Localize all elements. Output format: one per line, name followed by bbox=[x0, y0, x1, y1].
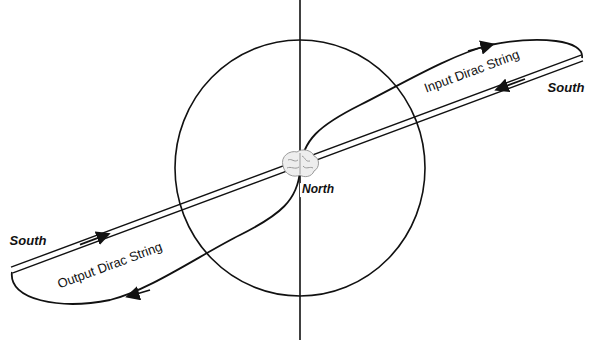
arrowhead bbox=[497, 79, 525, 89]
output-loop bbox=[12, 170, 300, 304]
pole-label: South bbox=[546, 81, 587, 96]
brain-icon bbox=[282, 150, 318, 177]
string-label: Input Dirac String bbox=[420, 47, 523, 97]
pole-label: South bbox=[8, 234, 49, 249]
dirac-string-line bbox=[11, 55, 581, 267]
arrowhead bbox=[80, 234, 108, 244]
dirac-string-line bbox=[13, 61, 583, 273]
input-loop bbox=[300, 40, 582, 170]
arrowhead bbox=[128, 290, 150, 297]
pole-label: North bbox=[300, 183, 336, 197]
sphere-outline bbox=[175, 40, 425, 296]
arrowhead bbox=[468, 45, 492, 51]
